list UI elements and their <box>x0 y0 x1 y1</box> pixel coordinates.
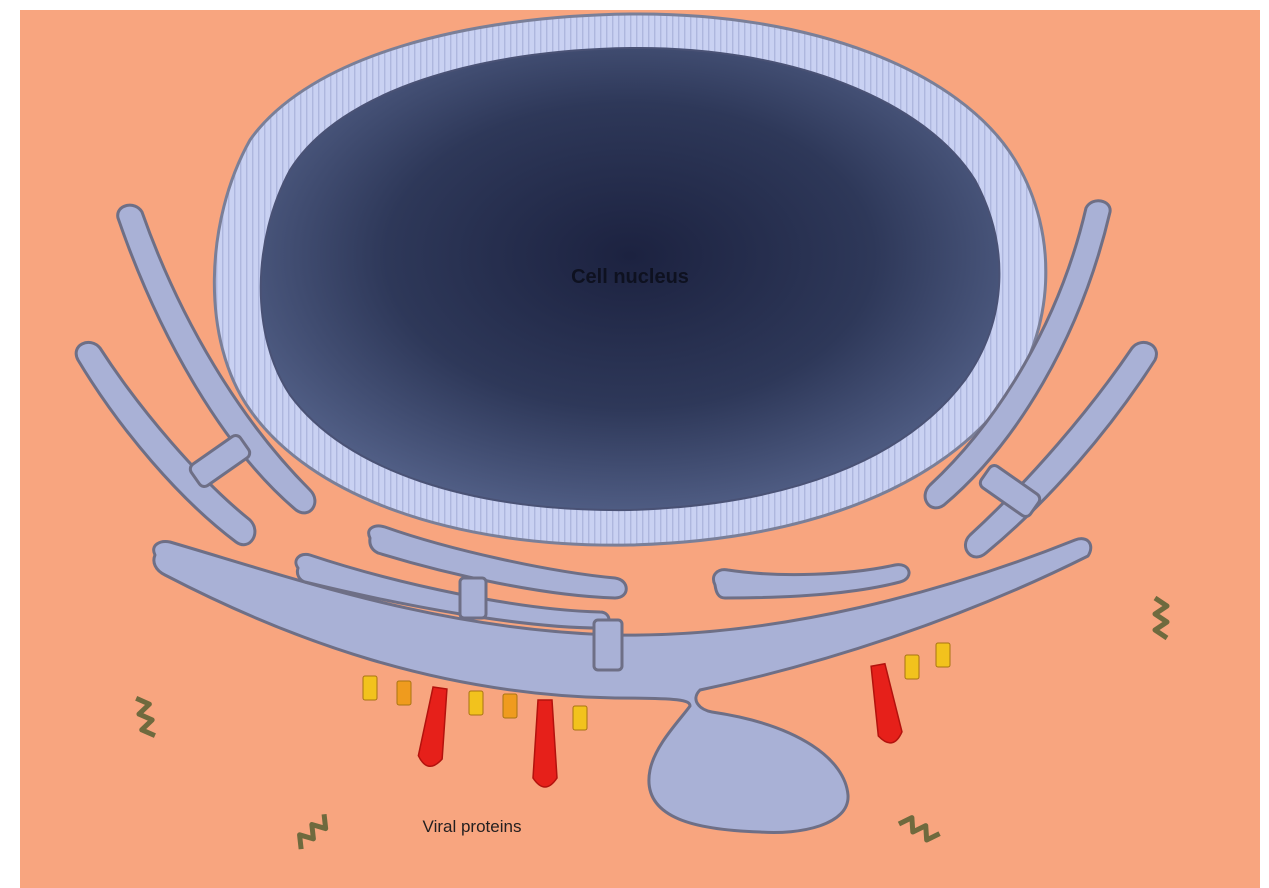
membrane-protein-yellow <box>905 655 919 679</box>
er-connector <box>594 620 622 670</box>
er-connector <box>460 578 486 618</box>
membrane-protein-yellow <box>936 643 950 667</box>
nucleus-label: Cell nucleus <box>571 266 689 288</box>
membrane-protein-yellow <box>363 676 377 700</box>
viral-protein <box>533 700 557 787</box>
membrane-protein-yellow <box>469 691 483 715</box>
membrane-protein-orange <box>503 694 517 718</box>
membrane-protein-yellow <box>573 706 587 730</box>
membrane-protein-orange <box>397 681 411 705</box>
viral-proteins-label: Viral proteins <box>423 817 522 836</box>
viral-protein-body <box>533 700 557 787</box>
